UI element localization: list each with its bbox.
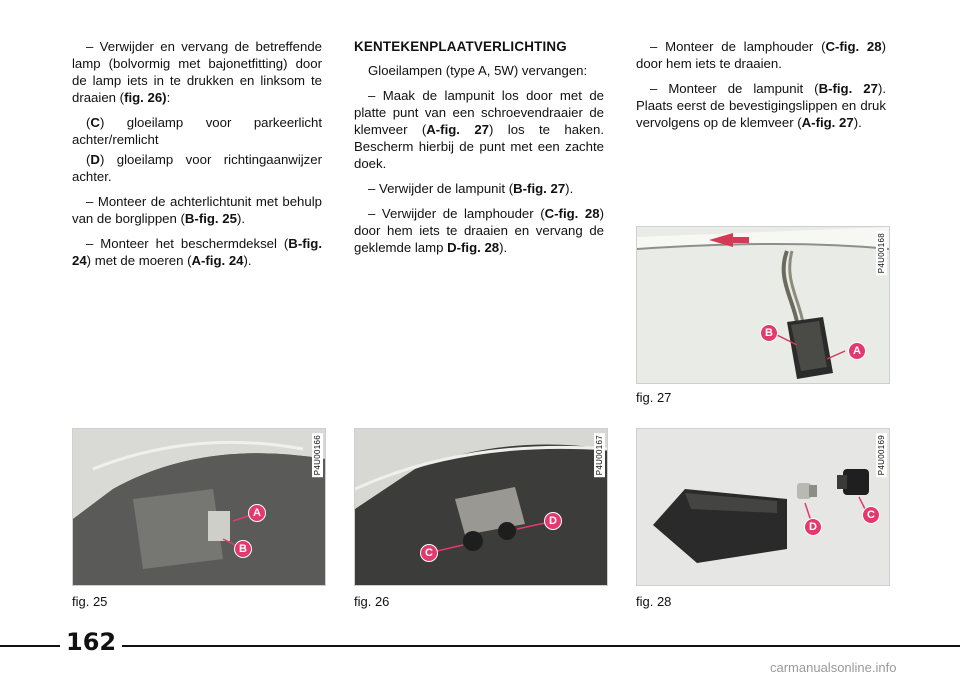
figure-27-photo: B A P4U00168: [636, 226, 890, 384]
figure-code: P4U00166: [312, 433, 323, 478]
figure-caption: fig. 25: [72, 594, 108, 609]
figure-caption: fig. 26: [354, 594, 390, 609]
paragraph: – Verwijder de lamphouder (C-fig. 28) do…: [354, 206, 604, 255]
text-column-right: – Monteer de lamphouder (C-fig. 28) door…: [636, 38, 886, 139]
figure-caption: fig. 27: [636, 390, 672, 405]
paragraph: – Verwijder de lampunit (B-fig. 27).: [368, 181, 574, 196]
callout-label: C: [421, 545, 437, 561]
callout-label: D: [545, 513, 561, 529]
callout-label: D: [805, 519, 821, 535]
section-heading: KENTEKENPLAATVERLICHTING: [354, 39, 567, 54]
figure-25-photo: A B P4U00166: [72, 428, 326, 586]
paragraph: – Monteer de lampunit (B-fig. 27). Plaat…: [636, 81, 886, 130]
figure-caption: fig. 28: [636, 594, 672, 609]
watermark: carmanualsonline.info: [770, 660, 897, 675]
figure-code: P4U00168: [876, 231, 887, 276]
paragraph: – Monteer de lamphouder (C-fig. 28) door…: [636, 39, 886, 71]
license-lamp-photo: [637, 227, 889, 383]
paragraph: – Maak de lampunit los door met de platt…: [354, 88, 604, 171]
callout-label: A: [249, 505, 265, 521]
text-column-middle: KENTEKENPLAATVERLICHTING Gloeilampen (ty…: [354, 38, 604, 264]
text-column-left: – Verwijder en vervang de betreffende la…: [72, 38, 322, 277]
bulb-parts-photo: [637, 429, 889, 585]
page-number: 162: [60, 628, 123, 656]
trunk-photo: [73, 429, 325, 585]
callout-label: B: [235, 541, 251, 557]
callout-label: A: [849, 343, 865, 359]
paragraph: (D) gloeilamp voor richtingaanwijzer ach…: [72, 152, 322, 184]
paragraph: – Verwijder en vervang de betreffende la…: [72, 39, 322, 105]
paragraph: (C) gloeilamp voor parkeerlicht achter/r…: [72, 115, 322, 147]
paragraph: – Monteer het beschermdeksel (B-fig. 24)…: [72, 236, 322, 268]
figure-26-photo: C D P4U00167: [354, 428, 608, 586]
lamp-holder-photo: [355, 429, 607, 585]
callout-label: C: [863, 507, 879, 523]
figure-code: P4U00169: [876, 433, 887, 478]
paragraph: Gloeilampen (type A, 5W) vervangen:: [368, 63, 588, 78]
footer-rule: [0, 645, 960, 647]
figure-code: P4U00167: [594, 433, 605, 478]
paragraph: – Monteer de achterlichtunit met behulp …: [72, 194, 322, 226]
callout-label: B: [761, 325, 777, 341]
figure-28-photo: D C P4U00169: [636, 428, 890, 586]
